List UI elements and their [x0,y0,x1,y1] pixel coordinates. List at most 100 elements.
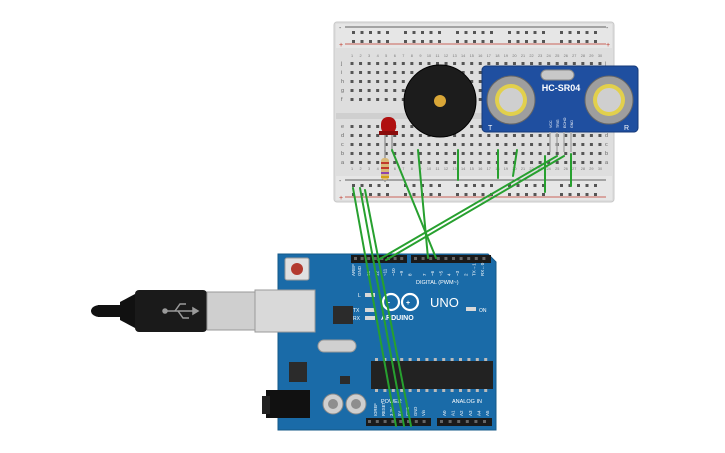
header-pin[interactable] [373,257,377,260]
terminal-hole[interactable] [401,143,405,146]
terminal-hole[interactable] [504,134,508,137]
terminal-hole[interactable] [393,152,397,155]
header-pin[interactable] [482,257,486,260]
terminal-hole[interactable] [367,89,371,92]
terminal-hole[interactable] [393,80,397,83]
rail-hole[interactable] [421,31,424,34]
terminal-hole[interactable] [598,143,602,146]
terminal-hole[interactable] [427,152,431,155]
rail-hole[interactable] [464,31,468,34]
rail-hole[interactable] [404,31,407,34]
rail-hole[interactable] [490,40,493,43]
terminal-hole[interactable] [376,80,380,83]
terminal-hole[interactable] [478,143,482,146]
terminal-hole[interactable] [376,143,380,146]
terminal-hole[interactable] [444,62,448,65]
terminal-hole[interactable] [436,143,439,146]
terminal-hole[interactable] [359,152,363,155]
terminal-hole[interactable] [384,134,388,137]
header-pin[interactable] [367,257,371,260]
terminal-hole[interactable] [350,152,354,155]
terminal-hole[interactable] [453,143,457,146]
rail-hole[interactable] [594,184,597,187]
terminal-hole[interactable] [367,71,371,74]
rail-hole[interactable] [412,31,416,34]
terminal-hole[interactable] [581,161,585,164]
terminal-hole[interactable] [384,80,388,83]
rail-hole[interactable] [481,31,485,34]
rail-hole[interactable] [568,193,572,196]
terminal-hole[interactable] [367,134,371,137]
rail-hole[interactable] [369,193,372,196]
terminal-hole[interactable] [461,161,465,164]
rail-hole[interactable] [352,40,355,43]
rail-hole[interactable] [533,31,537,34]
header-pin[interactable] [383,420,387,423]
header-pin[interactable] [391,420,395,423]
header-pin[interactable] [422,420,426,423]
header-pin[interactable] [474,420,478,423]
terminal-hole[interactable] [478,80,482,83]
terminal-hole[interactable] [418,62,422,65]
terminal-hole[interactable] [376,98,380,101]
rail-hole[interactable] [377,31,381,34]
rail-hole[interactable] [386,184,389,187]
rail-hole[interactable] [533,40,537,43]
rail-hole[interactable] [560,184,563,187]
terminal-hole[interactable] [512,143,516,146]
rail-hole[interactable] [490,184,493,187]
terminal-hole[interactable] [367,152,371,155]
reset-button-cap[interactable] [291,263,303,275]
terminal-hole[interactable] [504,161,508,164]
rail-hole[interactable] [516,193,520,196]
terminal-hole[interactable] [453,62,457,65]
terminal-hole[interactable] [478,89,482,92]
terminal-hole[interactable] [555,161,559,164]
terminal-hole[interactable] [401,98,405,101]
terminal-hole[interactable] [384,89,388,92]
terminal-hole[interactable] [461,71,465,74]
terminal-hole[interactable] [350,161,354,164]
terminal-hole[interactable] [538,143,542,146]
terminal-hole[interactable] [436,62,439,65]
terminal-hole[interactable] [359,71,363,74]
rail-hole[interactable] [490,31,493,34]
terminal-hole[interactable] [470,71,474,74]
rail-hole[interactable] [542,193,545,196]
terminal-hole[interactable] [401,62,405,65]
terminal-hole[interactable] [478,134,482,137]
terminal-hole[interactable] [530,152,534,155]
rail-hole[interactable] [560,193,563,196]
terminal-hole[interactable] [418,134,422,137]
terminal-hole[interactable] [350,134,354,137]
rail-hole[interactable] [456,184,459,187]
rail-hole[interactable] [464,40,468,43]
terminal-hole[interactable] [598,161,602,164]
rail-hole[interactable] [377,40,381,43]
terminal-hole[interactable] [478,125,482,128]
rail-hole[interactable] [594,40,597,43]
rail-hole[interactable] [369,184,372,187]
header-pin[interactable] [421,257,425,260]
terminal-hole[interactable] [564,161,568,164]
header-pin[interactable] [414,257,417,260]
header-pin[interactable] [440,420,443,423]
rail-hole[interactable] [516,40,520,43]
terminal-hole[interactable] [393,71,397,74]
rail-hole[interactable] [421,184,424,187]
header-pin[interactable] [465,420,469,423]
rail-hole[interactable] [429,31,433,34]
rail-hole[interactable] [412,40,416,43]
rail-hole[interactable] [568,31,572,34]
terminal-hole[interactable] [350,143,354,146]
rail-hole[interactable] [473,193,476,196]
terminal-hole[interactable] [436,161,439,164]
header-pin[interactable] [354,257,357,260]
terminal-hole[interactable] [359,80,363,83]
terminal-hole[interactable] [401,134,405,137]
terminal-hole[interactable] [572,161,576,164]
terminal-hole[interactable] [367,98,371,101]
terminal-hole[interactable] [393,89,397,92]
header-pin[interactable] [368,420,371,423]
header-pin[interactable] [407,420,410,423]
